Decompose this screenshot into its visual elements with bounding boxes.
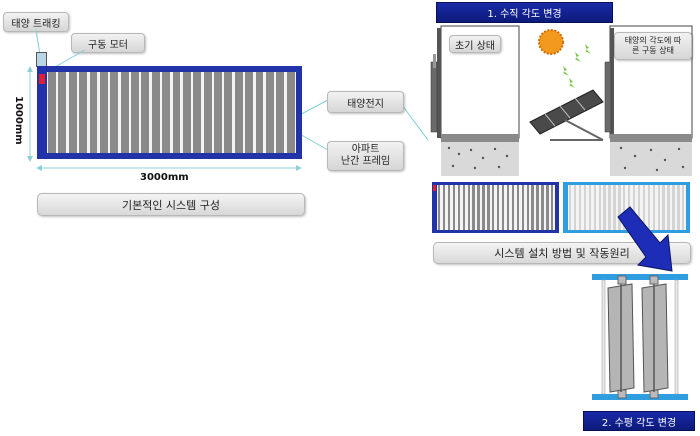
solar-cell-strip bbox=[214, 72, 222, 153]
width-dimension-label: 3000mm bbox=[140, 172, 189, 183]
solar-cell-strip bbox=[182, 72, 191, 153]
solar-cell-strip bbox=[608, 185, 611, 230]
solar-cell-strip bbox=[99, 72, 108, 153]
initial-state-label: 초기 상태 bbox=[449, 35, 501, 53]
solar-cell-strip bbox=[58, 72, 67, 153]
down-arrow-icon bbox=[617, 206, 673, 272]
solar-cell-strip bbox=[492, 185, 495, 230]
solar-cell-strip bbox=[541, 185, 544, 230]
solar-cell-strip bbox=[497, 185, 500, 230]
solar-cell-strip bbox=[637, 185, 641, 230]
horizontal-angle-illustration bbox=[592, 274, 688, 400]
solar-cell-strip bbox=[672, 185, 675, 230]
solar-cell-strip bbox=[583, 185, 587, 230]
solar-cell-strip bbox=[573, 185, 577, 230]
solar-cell-strip bbox=[203, 72, 212, 153]
solar-cell-strip bbox=[501, 185, 505, 230]
solar-cell-label: 태양전지 bbox=[327, 91, 404, 113]
solar-cell-array-small bbox=[437, 185, 555, 230]
solar-cell-strip bbox=[506, 185, 510, 230]
solar-cell-strip bbox=[462, 185, 465, 230]
solar-cell-strip bbox=[521, 185, 524, 230]
solar-cell-strip bbox=[442, 185, 446, 230]
solar-cell-strip bbox=[255, 72, 264, 153]
solar-cell-strip bbox=[457, 185, 461, 230]
solar-cell-strip bbox=[447, 185, 451, 230]
solar-cell-strip bbox=[477, 185, 480, 230]
solar-cell-strip bbox=[536, 185, 539, 230]
solar-cell-strip bbox=[632, 185, 636, 230]
solar-cell-strip bbox=[677, 185, 680, 230]
solar-cell-strip bbox=[526, 185, 529, 230]
solar-cell-strip bbox=[662, 185, 665, 230]
drive-motor-marker bbox=[39, 74, 45, 84]
solar-cell-strip bbox=[79, 72, 87, 153]
solar-cell-strip bbox=[623, 185, 626, 230]
solar-cell-strip bbox=[603, 185, 606, 230]
solar-cell-strip bbox=[193, 72, 202, 153]
solar-cell-strip bbox=[452, 185, 456, 230]
solar-cell-strip bbox=[618, 185, 621, 230]
solar-cell-strip bbox=[48, 72, 56, 153]
solar-cell-strip bbox=[578, 185, 582, 230]
solar-cell-strip bbox=[120, 72, 129, 153]
solar-cell-strip bbox=[551, 185, 554, 230]
solar-cell-strip bbox=[647, 185, 651, 230]
tracking-sensor bbox=[36, 52, 47, 67]
solar-cell-strip bbox=[482, 185, 485, 230]
solar-cell-strip bbox=[438, 185, 441, 230]
solar-cell-array bbox=[47, 72, 296, 153]
solar-cell-strip bbox=[110, 72, 119, 153]
solar-cell-strip bbox=[141, 72, 150, 153]
panel-closed bbox=[432, 182, 559, 233]
sun-drive-state-label: 태양의 각도에 따 른 구동 상태 bbox=[614, 32, 692, 60]
solar-cell-strip bbox=[516, 185, 520, 230]
drive-motor-label: 구동 모터 bbox=[71, 33, 145, 53]
solar-cell-strip bbox=[172, 72, 181, 153]
solar-cell-strip bbox=[682, 185, 685, 230]
solar-cell-strip bbox=[224, 72, 233, 153]
solar-cell-strip bbox=[652, 185, 655, 230]
solar-cell-strip bbox=[642, 185, 646, 230]
apartment-frame-label: 아파트 난간 프레임 bbox=[327, 141, 404, 171]
solar-cell-strip bbox=[151, 72, 160, 153]
solar-cell-strip bbox=[162, 72, 170, 153]
solar-cell-strip bbox=[593, 185, 596, 230]
solar-cell-strip bbox=[265, 72, 274, 153]
solar-cell-strip bbox=[613, 185, 616, 230]
solar-cell-strip bbox=[89, 72, 98, 153]
solar-cell-strip bbox=[472, 185, 475, 230]
solar-cell-strip bbox=[276, 72, 285, 153]
basic-config-caption: 기본적인 시스템 구성 bbox=[37, 193, 305, 216]
solar-cell-strip bbox=[286, 72, 295, 153]
solar-cell-strip bbox=[657, 185, 660, 230]
solar-cell-strip bbox=[588, 185, 592, 230]
solar-cell-strip bbox=[487, 185, 490, 230]
height-dimension-label: 1000mm bbox=[13, 96, 24, 145]
drive-motor-marker-small bbox=[433, 185, 436, 191]
vertical-angle-banner: 1. 수직 각도 변경 bbox=[436, 2, 613, 23]
solar-cell-strip bbox=[569, 185, 572, 230]
solar-cell-strip bbox=[131, 72, 139, 153]
solar-cell-strip bbox=[667, 185, 670, 230]
solar-cell-strip bbox=[546, 185, 549, 230]
install-method-caption: 시스템 설치 방법 및 작동원리 bbox=[433, 242, 691, 264]
basic-solar-panel bbox=[37, 66, 302, 159]
solar-cell-strip bbox=[467, 185, 470, 230]
solar-cell-strip bbox=[598, 185, 601, 230]
horizontal-angle-banner: 2. 수평 각도 변경 bbox=[583, 411, 695, 431]
solar-cell-strip bbox=[234, 72, 243, 153]
solar-cell-strip bbox=[531, 185, 534, 230]
solar-cell-strip bbox=[245, 72, 253, 153]
solar-cell-strip bbox=[511, 185, 515, 230]
solar-cell-strip bbox=[68, 72, 77, 153]
